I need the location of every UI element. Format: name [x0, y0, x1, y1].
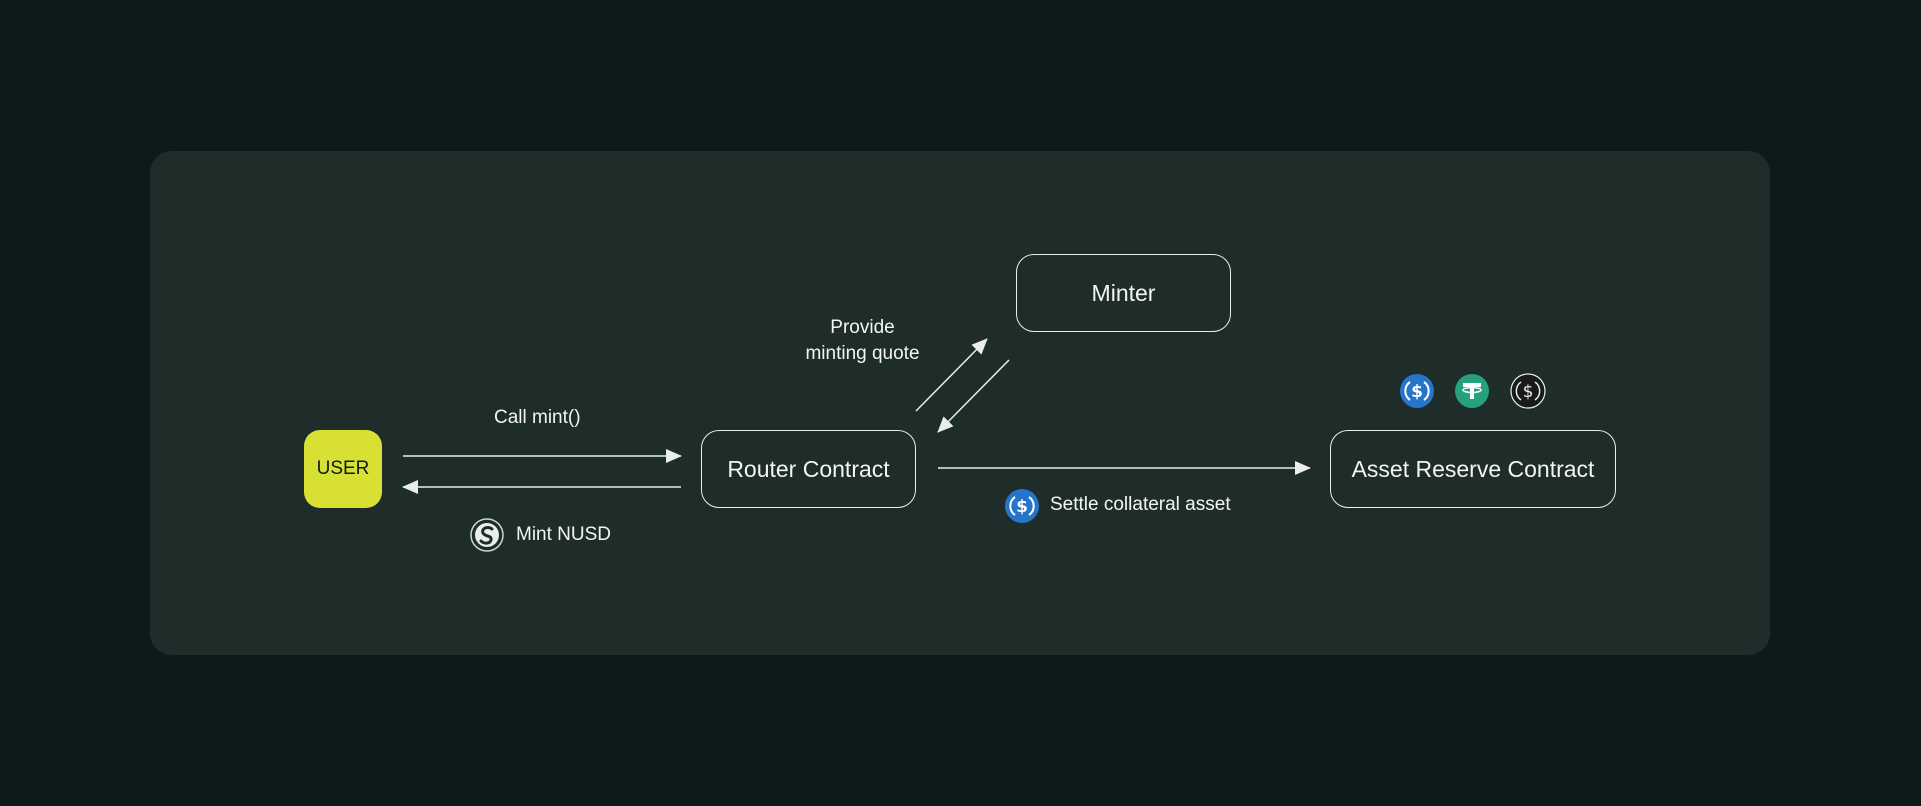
asset-reserve-contract-label: Asset Reserve Contract: [1351, 455, 1595, 482]
router-contract-label: Router Contract: [727, 455, 890, 482]
user-node: USER: [304, 430, 382, 508]
nusd-coin-icon: [470, 518, 504, 552]
svg-text:$: $: [1523, 382, 1534, 402]
usdc-coin-icon: $: [1400, 374, 1434, 408]
user-node-label: USER: [316, 458, 370, 479]
minter-node: Minter: [1016, 254, 1231, 332]
mint-nusd-label: Mint NUSD: [516, 524, 612, 545]
provide-minting-quote-line1: Provide: [830, 317, 895, 338]
router-contract-node: Router Contract: [701, 430, 916, 508]
provide-minting-quote-label: Provide minting quote: [760, 315, 965, 367]
minter-label: Minter: [1091, 279, 1156, 306]
call-mint-label: Call mint(): [494, 407, 581, 428]
arrow-router-to-minter: [915, 338, 988, 412]
svg-text:$: $: [1411, 382, 1423, 402]
svg-text:$: $: [1016, 497, 1028, 517]
diagram-panel: [150, 151, 1770, 655]
usdc-coin-icon: $: [1005, 489, 1039, 523]
usdt-coin-icon: [1455, 374, 1489, 408]
provide-minting-quote-line2: minting quote: [805, 343, 920, 364]
asset-reserve-contract-node: Asset Reserve Contract: [1330, 430, 1616, 508]
dark-dollar-coin-icon: $: [1510, 373, 1546, 409]
settle-collateral-label: Settle collateral asset: [1050, 494, 1231, 515]
arrow-minter-to-router: [937, 359, 1010, 433]
